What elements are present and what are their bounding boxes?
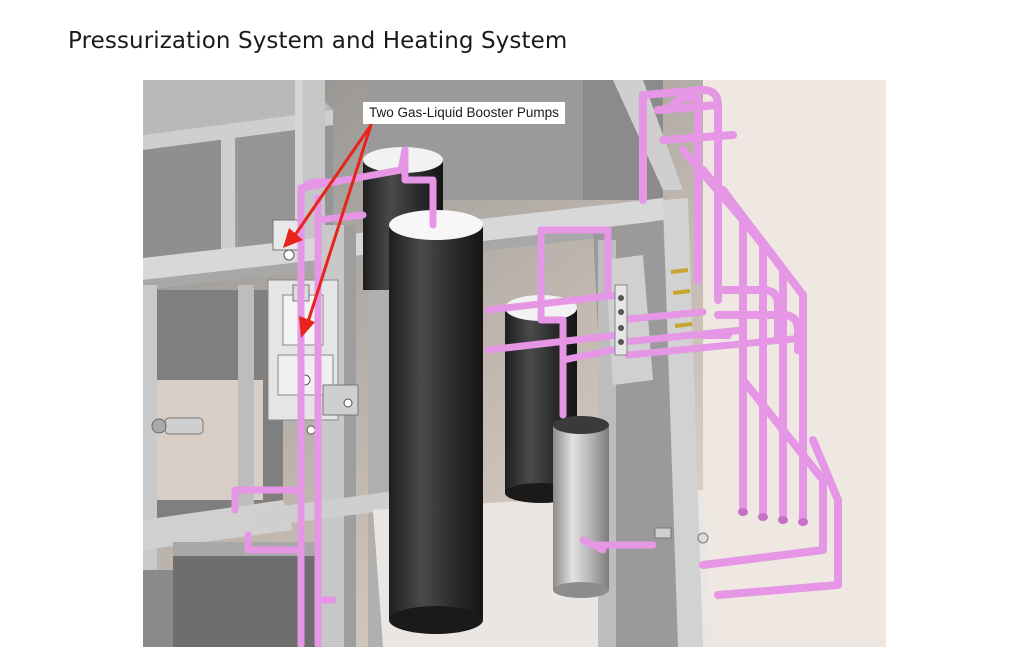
system-diagram-image: [143, 80, 886, 647]
page-title: Pressurization System and Heating System: [68, 28, 568, 54]
left-nozzle: [151, 417, 204, 435]
arrow-head-upper: [283, 228, 303, 248]
arrow-head-lower: [299, 316, 315, 338]
coil-end-caps: [738, 508, 808, 526]
callout-label: Two Gas-Liquid Booster Pumps: [363, 102, 565, 124]
callout-arrows: [293, 123, 373, 327]
tank-front-large: [389, 210, 483, 634]
side-valve: [614, 284, 709, 544]
heater-coil-bank: [639, 86, 842, 599]
brass-fittings: [670, 268, 693, 328]
left-lower-bay: [143, 285, 333, 647]
silver-cylinder: [553, 416, 609, 598]
